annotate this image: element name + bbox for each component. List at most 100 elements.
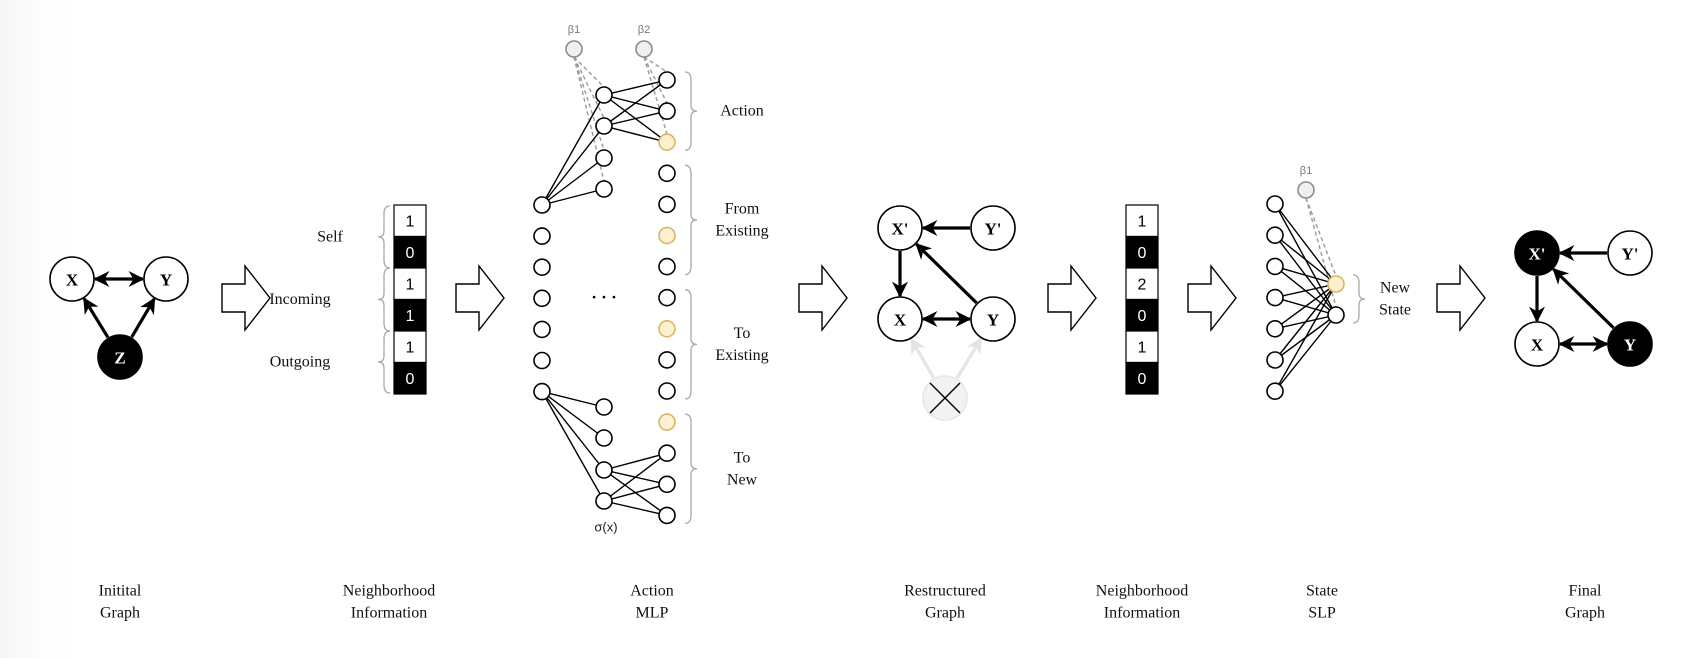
initial-graph-node-y-label: Y [160, 271, 172, 290]
action-mlp-hidden-node-1 [595, 86, 613, 104]
restructured-graph-node-yp-label: Y' [985, 220, 1002, 239]
action-mlp-input-node-1 [533, 196, 551, 214]
action-mlp-input-node-4 [533, 289, 551, 308]
caption-initial-graph-line-1: Initital [99, 583, 142, 600]
caption-neighborhood-1-line-2: Information [351, 605, 427, 622]
neighborhood-1-cell-3 [393, 267, 427, 301]
caption-neighborhood-2-line-2: Information [1104, 605, 1180, 622]
action-mlp-hidden-node-4 [595, 180, 613, 198]
action-mlp-output-node-2 [658, 102, 676, 120]
state-slp-edge-in7-o2 [1274, 314, 1337, 392]
neighborhood-2-cell-3-value: 2 [1138, 276, 1147, 293]
final-graph-node-yp-label: Y' [1622, 245, 1639, 264]
state-slp-edge-in4-o1 [1274, 283, 1337, 299]
state-slp-bias-label: β1 [1300, 165, 1312, 177]
action-mlp-bias-edge-1 [573, 56, 605, 88]
action-mlp-edge-in1-h1 [541, 94, 605, 206]
action-mlp-input-node-7 [533, 382, 551, 401]
action-mlp-bias-edge-3 [573, 56, 605, 151]
action-mlp-edge-in7-hb2 [541, 391, 605, 439]
restructured-graph-node-xp [877, 205, 923, 251]
action-mlp-bias-label-1: β1 [568, 24, 580, 36]
action-mlp-bias-label-2: β2 [638, 24, 650, 36]
action-mlp-output-node-6 [658, 226, 676, 245]
action-mlp-output-node-15 [658, 506, 676, 525]
action-mlp-ellipsis: · · · [591, 288, 617, 307]
stage-arrow-2 [455, 263, 505, 333]
restructured-graph-node-xp-label: X' [892, 220, 909, 239]
action-mlp-output-node-10 [658, 351, 676, 369]
action-mlp-output-node-5 [658, 195, 676, 214]
final-graph-node-y [1607, 321, 1653, 367]
action-mlp-brace-1 [684, 71, 698, 151]
action-mlp-output-node-7 [658, 257, 676, 276]
neighborhood-2-cell-5-value: 1 [1138, 339, 1147, 356]
neighborhood-1-cell-2-value: 0 [406, 245, 415, 262]
action-mlp-brace-3 [684, 289, 698, 400]
neighborhood-1-cell-4-value: 1 [406, 308, 415, 325]
action-mlp-edge-hb3-o13 [603, 452, 668, 471]
action-mlp-edge-h2-o1 [603, 79, 668, 127]
action-mlp-group-label-1-1: Action [720, 103, 764, 120]
restructured-graph-node-z-cross-b [929, 382, 961, 414]
state-slp-input-node-7 [1266, 382, 1284, 401]
action-mlp-brace-2 [684, 164, 698, 276]
caption-restructured-graph-line-2: Graph [925, 605, 965, 622]
neighborhood-1-label-outgoing: Outgoing [270, 354, 330, 371]
neighborhood-1-label-self: Self [317, 229, 343, 246]
neighborhood-1-cell-3-value: 1 [406, 276, 415, 293]
restructured-graph-edge-z-y [955, 337, 983, 380]
action-mlp-group-label-3-1: To [734, 325, 751, 342]
action-mlp-hidden-node-7 [595, 461, 613, 479]
state-slp-input-node-3 [1266, 257, 1284, 276]
caption-neighborhood-2-line-1: Neighborhood [1096, 583, 1188, 600]
final-graph-node-yp [1607, 230, 1653, 276]
action-mlp-hidden-node-8 [595, 492, 613, 510]
action-mlp-group-label-4-1: To [734, 449, 751, 466]
initial-graph-node-y [143, 256, 189, 302]
neighborhood-2-cell-6 [1125, 361, 1159, 395]
initial-graph-edge-z-x [82, 297, 110, 339]
stage-arrow-3 [798, 263, 848, 333]
action-mlp-edge-in7-hb4 [541, 391, 605, 502]
final-graph-node-xp [1514, 230, 1560, 276]
state-slp-edge-in2-o1 [1274, 234, 1337, 285]
neighborhood-1-brace-outgoing [377, 330, 391, 394]
state-slp-edge-in7-o1 [1274, 283, 1337, 392]
action-mlp-edge-hb4-o15 [603, 500, 668, 517]
action-mlp-bias-edge-2 [573, 56, 605, 119]
neighborhood-1-cell-2 [393, 235, 427, 269]
restructured-graph-node-x-label: X [894, 311, 907, 330]
state-slp-input-node-1 [1266, 195, 1284, 213]
action-mlp-output-node-12 [658, 413, 676, 431]
action-mlp-edge-h2-o2 [603, 110, 668, 127]
restructured-graph-node-yp [970, 205, 1016, 251]
state-slp-bias-node [1297, 181, 1315, 199]
action-mlp-output-node-8 [658, 288, 676, 307]
neighborhood-2-cell-4-value: 0 [1138, 308, 1147, 325]
state-slp-output-node-1 [1327, 275, 1345, 293]
state-slp-input-node-6 [1266, 351, 1284, 369]
action-mlp-bias-node-2 [635, 40, 653, 58]
neighborhood-2-cell-1-value: 1 [1138, 213, 1147, 230]
restructured-graph-node-x [877, 296, 923, 342]
action-mlp-output-node-14 [658, 475, 676, 494]
final-graph-node-xp-label: X' [1529, 245, 1546, 264]
state-slp-output-label-2: State [1379, 302, 1411, 319]
action-mlp-edge-hb4-o14 [603, 483, 668, 502]
caption-state-slp-line-1: State [1306, 583, 1338, 600]
action-mlp-edge-hb4-o13 [603, 452, 668, 502]
action-mlp-output-node-11 [658, 382, 676, 400]
action-mlp-input-node-6 [533, 351, 551, 370]
caption-state-slp-line-2: SLP [1308, 605, 1336, 622]
initial-graph-node-x [49, 256, 95, 302]
state-slp-input-node-4 [1266, 288, 1284, 307]
final-graph-node-x-label: X [1531, 336, 1544, 355]
neighborhood-1-label-incoming: Incoming [269, 291, 330, 308]
action-mlp-output-node-9 [658, 319, 676, 338]
caption-neighborhood-1-line-1: Neighborhood [343, 583, 435, 600]
neighborhood-1-cell-5 [393, 330, 427, 364]
neighborhood-1-cell-6-value: 0 [406, 371, 415, 388]
initial-graph-node-z-label: Z [114, 349, 125, 368]
initial-graph-edge-z-y [130, 297, 156, 339]
